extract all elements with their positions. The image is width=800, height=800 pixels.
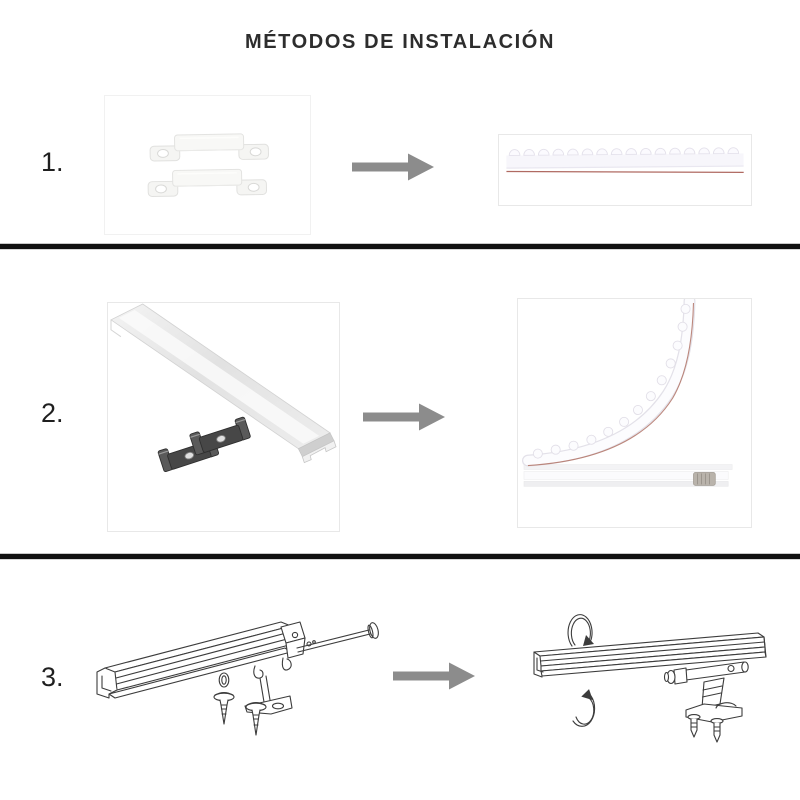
right-arrow-icon: [363, 403, 445, 431]
step-1-number: 1.: [41, 147, 64, 177]
right-arrow-icon: [352, 153, 434, 181]
section-divider: [0, 553, 800, 560]
step-3-after-drawing-assembled-track: [528, 600, 790, 750]
right-arrow-icon: [393, 662, 475, 690]
step-3-number: 3.: [41, 662, 64, 692]
section-divider: [0, 243, 800, 250]
step-3-before-drawing-track-bracket-screws: [85, 618, 395, 743]
step-2-after-photo-bent-strip: [517, 298, 752, 528]
step-2-number: 2.: [41, 398, 64, 428]
step-1-after-photo-strip-with-clips: [498, 134, 752, 206]
step-1-before-photo-silicone-clips: [104, 95, 311, 235]
page-title: MÉTODOS DE INSTALACIÓN: [244, 31, 556, 53]
step-2-before-photo-aluminium-profile: [107, 302, 340, 532]
